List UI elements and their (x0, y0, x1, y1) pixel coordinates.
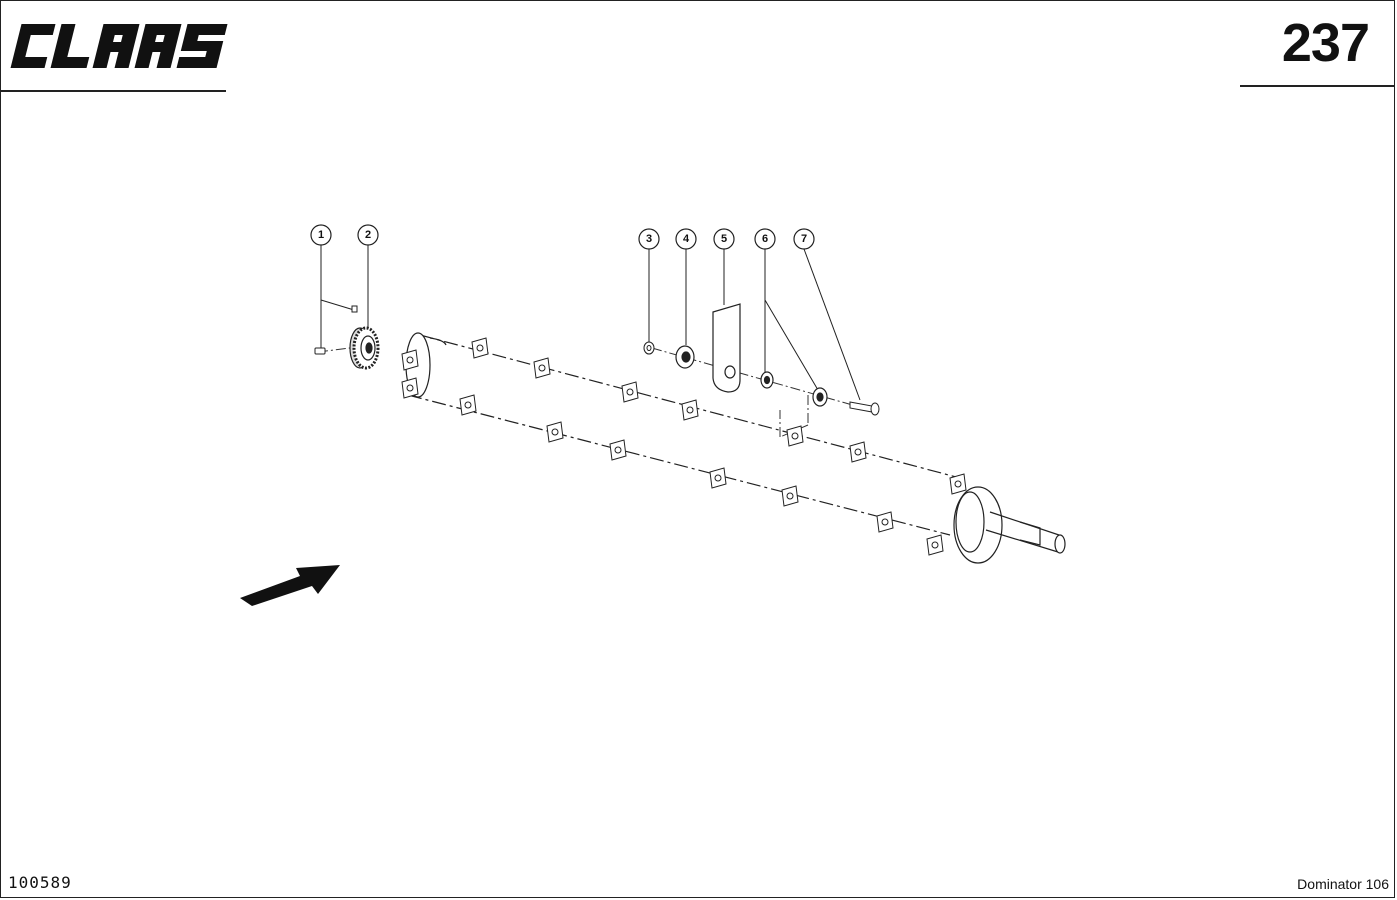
auger-fingers (401, 337, 967, 556)
drawing-code: 100589 (8, 873, 72, 892)
header-rule-left (0, 90, 226, 92)
svg-text:6: 6 (762, 233, 768, 245)
part-6-spring-washer (760, 371, 828, 407)
leader-lines (320, 245, 861, 401)
part-1-set-screw (314, 305, 358, 355)
svg-text:3: 3 (646, 233, 652, 245)
part-7-bolt (849, 401, 880, 416)
callout-2: 2 (357, 224, 379, 246)
part-4-washer (675, 345, 695, 369)
callout-4: 4 (675, 228, 697, 250)
header-rule-right (1240, 85, 1395, 87)
part-3-nut (643, 341, 655, 355)
model-name: Dominator 106 (1297, 876, 1389, 892)
callout-7: 7 (793, 228, 815, 250)
page-number: 237 (1281, 13, 1370, 73)
assembly-axis (317, 347, 871, 438)
claas-logo (10, 24, 228, 68)
callout-1: 1 (310, 224, 332, 246)
part-2-sprocket (349, 326, 380, 370)
svg-text:5: 5 (721, 233, 727, 245)
callout-6: 6 (754, 228, 776, 250)
svg-text:1: 1 (318, 229, 324, 241)
callout-5: 5 (713, 228, 735, 250)
svg-text:2: 2 (365, 229, 371, 241)
arrow-icon (240, 565, 340, 606)
svg-text:4: 4 (683, 233, 690, 245)
svg-text:7: 7 (801, 233, 807, 245)
part-5-plate (712, 303, 741, 393)
callout-3: 3 (638, 228, 660, 250)
